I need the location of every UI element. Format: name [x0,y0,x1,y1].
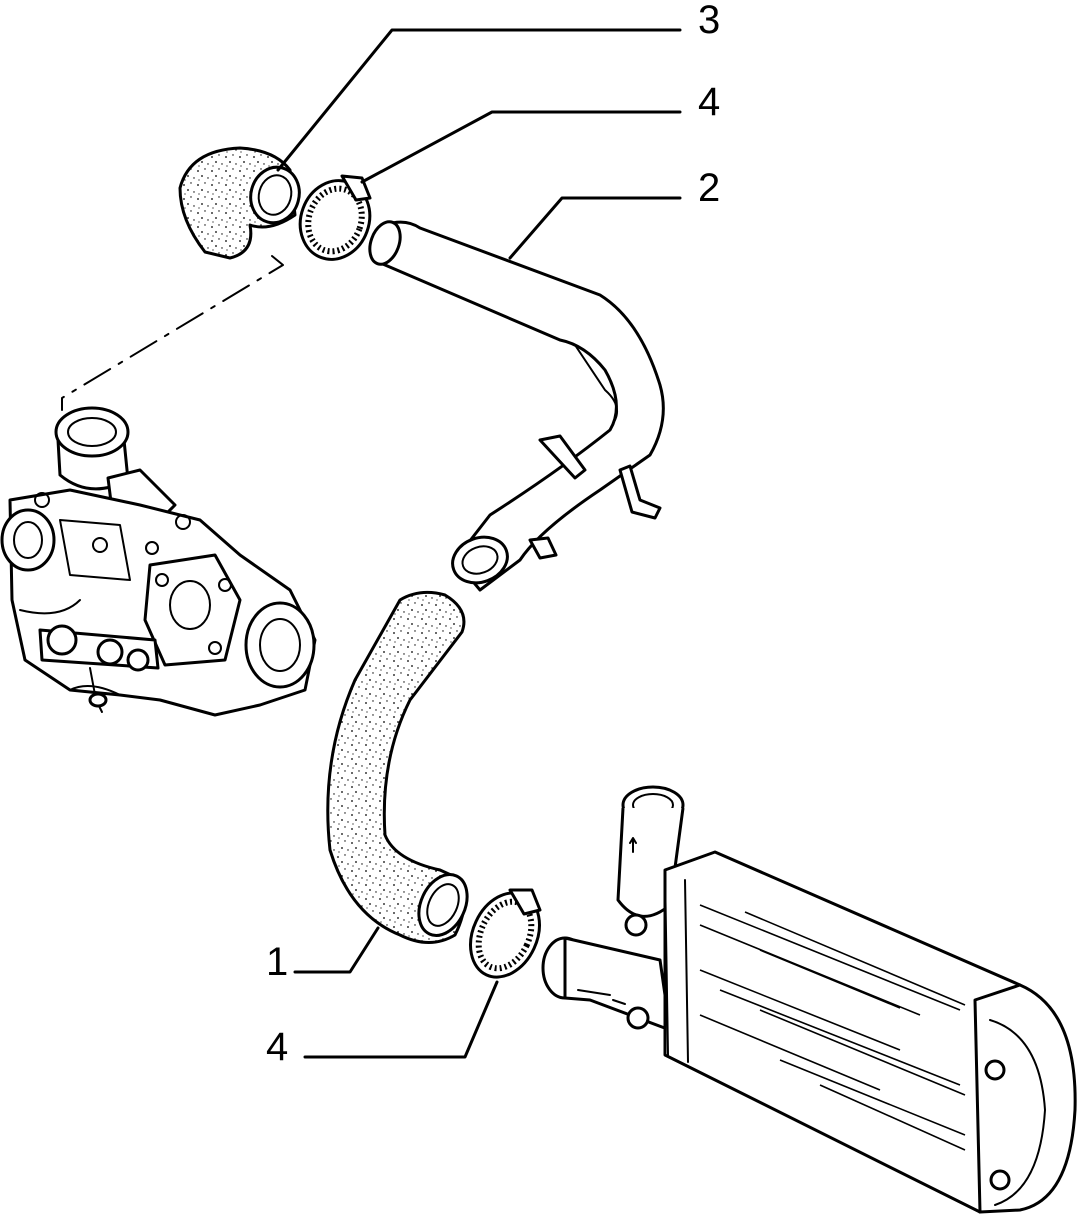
intercooler [541,785,1077,1214]
callout-1: 1 [266,940,288,984]
callout-2: 2 [698,166,720,210]
upper-hose-clamp [298,174,372,261]
leader-line-3 [276,28,682,172]
callout-4-upper: 4 [698,80,720,124]
leader-line-4-lower [303,980,499,1059]
lower-intercooler-hose [326,590,469,944]
lower-hose-clamp [469,888,542,979]
leader-line-4-upper [360,110,682,184]
upper-elbow-hose [178,146,301,260]
callout-4-lower: 4 [266,1025,288,1069]
leader-lines [276,28,682,1059]
leader-line-2 [508,196,682,260]
callout-labels: 3 4 2 1 4 [266,0,720,1069]
callout-3: 3 [698,0,720,42]
turbocharger [0,255,317,717]
rigid-intercooler-pipe [368,220,665,592]
leader-line-1 [293,926,380,974]
